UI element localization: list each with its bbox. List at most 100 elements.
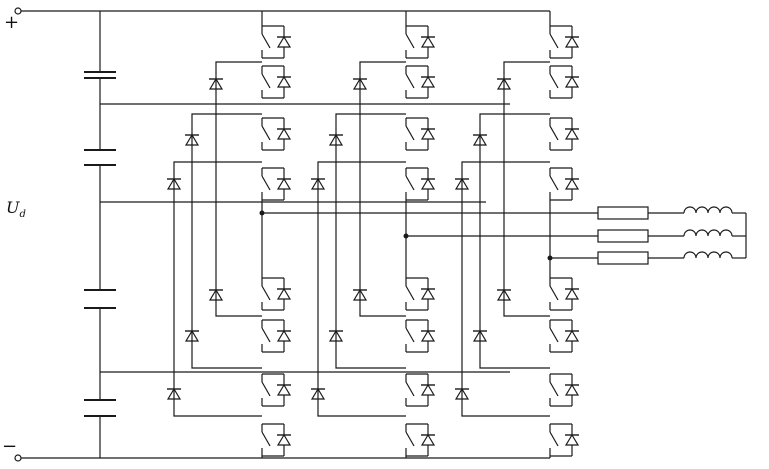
- switch-cell: [549, 65, 580, 99]
- clamp-wire: [503, 104, 550, 317]
- switch-contact: [261, 73, 271, 89]
- switch-cell: [405, 65, 436, 99]
- switch-contact: [261, 125, 271, 141]
- antiparallel-diode: [276, 287, 292, 300]
- positive-label: +: [4, 12, 19, 33]
- switch-cell: [549, 25, 580, 59]
- clamping-diode: [454, 387, 470, 400]
- switch-contact: [549, 381, 559, 397]
- clamp-wire: [359, 104, 406, 317]
- load-branch: [597, 229, 746, 243]
- switch-cell: [405, 277, 436, 311]
- antiparallel-diode: [564, 287, 580, 300]
- switch-cell: [549, 277, 580, 311]
- switch-cell: [549, 423, 580, 457]
- dc-voltage-label: Ud: [6, 198, 26, 220]
- antiparallel-diode: [420, 287, 436, 300]
- clamp-wire: [215, 61, 262, 104]
- antiparallel-diode: [276, 127, 292, 140]
- antiparallel-diode: [564, 433, 580, 446]
- antiparallel-diode: [420, 35, 436, 48]
- antiparallel-diode: [564, 329, 580, 342]
- switch-cell: [549, 117, 580, 151]
- switch-contact: [405, 175, 415, 191]
- switch-contact: [261, 175, 271, 191]
- clamping-diode: [496, 288, 512, 301]
- switch-contact: [405, 381, 415, 397]
- clamp-wire: [317, 202, 406, 417]
- phase-legs: [166, 11, 598, 458]
- switch-cell: [261, 117, 292, 151]
- antiparallel-diode: [276, 329, 292, 342]
- switch-cell: [405, 25, 436, 59]
- switch-cell: [405, 319, 436, 353]
- switch-cell: [261, 167, 292, 201]
- clamp-wire: [191, 202, 262, 369]
- antiparallel-diode: [276, 383, 292, 396]
- clamping-diode: [184, 133, 200, 146]
- switch-cell: [549, 167, 580, 201]
- switch-contact: [405, 285, 415, 301]
- switch-cell: [261, 25, 292, 59]
- antiparallel-diode: [276, 35, 292, 48]
- clamping-diode: [472, 133, 488, 146]
- clamping-diode: [352, 77, 368, 90]
- antiparallel-diode: [564, 177, 580, 190]
- clamping-diode: [328, 133, 344, 146]
- antiparallel-diode: [564, 127, 580, 140]
- dc-capacitor-stack: [84, 11, 116, 458]
- antiparallel-diode: [276, 433, 292, 446]
- switch-contact: [549, 431, 559, 447]
- switch-cell: [549, 373, 580, 407]
- clamp-wire: [173, 161, 262, 202]
- switch-contact: [261, 285, 271, 301]
- clamping-diode: [496, 77, 512, 90]
- clamp-wire: [461, 202, 550, 417]
- antiparallel-diode: [276, 75, 292, 88]
- antiparallel-diode: [420, 383, 436, 396]
- clamp-wire: [335, 113, 406, 202]
- clamping-diode: [166, 387, 182, 400]
- clamping-diode: [184, 329, 200, 342]
- load-branch: [597, 206, 746, 220]
- load-inductor: [683, 229, 733, 237]
- clamp-wire: [479, 202, 550, 369]
- clamping-diode: [166, 177, 182, 190]
- switch-cell: [261, 277, 292, 311]
- antiparallel-diode: [564, 75, 580, 88]
- switch-contact: [261, 381, 271, 397]
- switch-contact: [405, 125, 415, 141]
- antiparallel-diode: [564, 35, 580, 48]
- switch-cell: [405, 167, 436, 201]
- switch-contact: [261, 33, 271, 49]
- load-resistor: [597, 206, 649, 220]
- clamping-diode: [328, 329, 344, 342]
- switch-contact: [261, 327, 271, 343]
- clamping-diode: [454, 177, 470, 190]
- negative-label: −: [2, 436, 17, 457]
- switch-cell: [261, 373, 292, 407]
- clamp-wire: [215, 104, 262, 317]
- clamp-wire: [503, 61, 550, 104]
- switch-cell: [261, 319, 292, 353]
- load-resistor: [597, 251, 649, 265]
- clamping-diode: [310, 387, 326, 400]
- phase-leg-1: [166, 11, 598, 458]
- switch-cell: [405, 117, 436, 151]
- clamp-wire: [461, 161, 550, 202]
- load-branch: [597, 251, 746, 265]
- antiparallel-diode: [420, 329, 436, 342]
- clamping-diode: [352, 288, 368, 301]
- clamping-diode: [310, 177, 326, 190]
- switch-contact: [405, 33, 415, 49]
- antiparallel-diode: [420, 433, 436, 446]
- switch-contact: [549, 327, 559, 343]
- clamp-wire: [479, 113, 550, 202]
- phase-leg-3: [454, 11, 598, 458]
- clamp-wire: [359, 61, 406, 104]
- load-inductor: [683, 251, 733, 259]
- switch-contact: [405, 431, 415, 447]
- antiparallel-diode: [420, 177, 436, 190]
- load-inductor: [683, 206, 733, 214]
